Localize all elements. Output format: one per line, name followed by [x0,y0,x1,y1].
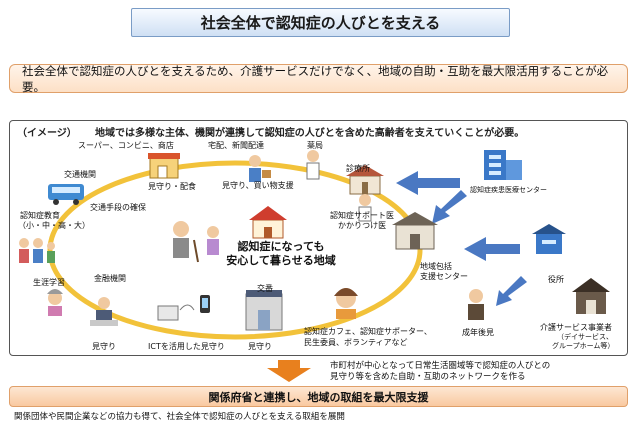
arrow-yakusho-to-hokatsu [464,237,520,261]
label-family-doctor: かかりつけ医 [338,221,387,230]
arrow-center-to-clinic [396,171,460,195]
image-heading: 地域では多様な主体、機関が連携して認知症の人びとを含めた高齢者を支えていくことが… [95,128,525,139]
arrow-center-to-hokatsu [432,190,467,224]
page-title: 社会全体で認知症の人びとを支える [131,8,510,37]
elder-learner-icon [47,289,63,316]
label-hokatsu-1: 地域包括 [420,262,452,271]
label-support-doctor: 認知症サポート医 [330,211,394,220]
label-lifelong-learning: 生涯学習 [33,278,65,287]
bank-clerk-icon [90,297,118,326]
network-text: 市町村が中心となって日常生活圏域等で認知症の人びとの 見守り等を含めた自助・互助… [330,361,550,384]
government-office-icon [532,224,566,254]
label-education: 認知症教育 [20,211,60,220]
label-police-box: 交番 [257,284,273,293]
label-city-office: 役所 [548,275,564,284]
label-clinic: 診療所 [346,164,370,173]
police-box-icon [245,290,283,331]
delivery-person-icon [249,155,271,182]
lead-text: 社会全体で認知症の人びとを支えるため、介護サービスだけでなく、地域の自助・互助を… [9,64,628,94]
label-care-provider-group: グループホーム等） [552,342,615,350]
label-education-levels: （小・中・高・大） [18,221,90,230]
label-store: スーパー、コンビニ、商店 [78,141,174,150]
label-takuhai: 宅配、新聞配達 [208,141,264,150]
label-guardianship: 成年後見 [462,328,494,337]
label-dementia-medical-center: 認知症疾患医療センター [470,186,547,194]
community-center-icon [392,212,438,250]
center-line-2: 安心して暮らせる地域 [226,254,336,268]
pharmacist-icon [306,150,320,180]
label-mimamori-bank: 見守り [92,342,116,351]
ict-device-icon [157,295,210,321]
store-icon [148,153,180,179]
footer-text: 関係団体や民間企業などの協力も得て、社会全体で認知症の人びとを支える取組を展開 [14,412,345,422]
label-ict: ICTを活用した見守り [148,342,225,351]
network-line-2: 見守り等を含めた自助・互助のネットワークを作る [330,372,526,383]
label-mimamori-kaimono: 見守り、買い物支援 [222,181,294,190]
center-line-1: 認知症になっても [237,240,325,253]
label-bank: 金融機関 [94,274,126,283]
label-transport-support: 交通手段の確保 [90,203,146,212]
label-care-provider-day: （デイサービス、 [557,333,613,341]
hospital-building-icon [484,150,522,180]
elder-person-icon [173,221,199,263]
label-mimamori-police: 見守り [248,342,272,351]
clinic-icon [346,165,384,195]
guardianship-icon [468,289,484,320]
label-volunteer: 民生委員、ボランティアなど [304,338,408,347]
community-ring [47,160,423,340]
volunteer-woman-icon [334,288,358,319]
teacher-students-icon [19,238,55,263]
care-provider-icon [572,278,610,314]
network-line-1: 市町村が中心となって日常生活圏域等で認知症の人びとの [330,361,551,371]
family-icon [207,226,219,255]
house-icon [249,206,287,239]
bottom-support-bar: 関係府省と連携し、地域の取組を最大限支援 [9,386,628,407]
label-cafe: 認知症カフェ、認知症サポーター、 [304,327,432,336]
label-care-provider: 介護サービス事業者 [540,323,612,332]
center-message: 認知症になっても 安心して暮らせる地域 [218,240,344,269]
image-label: （イメージ） [17,128,77,139]
arrow-yakusho-to-seinen [496,276,527,306]
bus-icon [48,184,84,205]
label-pharmacy: 薬局 [307,141,323,150]
label-transport: 交通機関 [64,170,96,179]
arrow-to-bottom [267,360,311,382]
label-mimamori-haishoku: 見守り・配食 [148,182,196,191]
label-hokatsu-2: 支援センター [420,272,468,281]
doctor-icon [358,194,372,222]
